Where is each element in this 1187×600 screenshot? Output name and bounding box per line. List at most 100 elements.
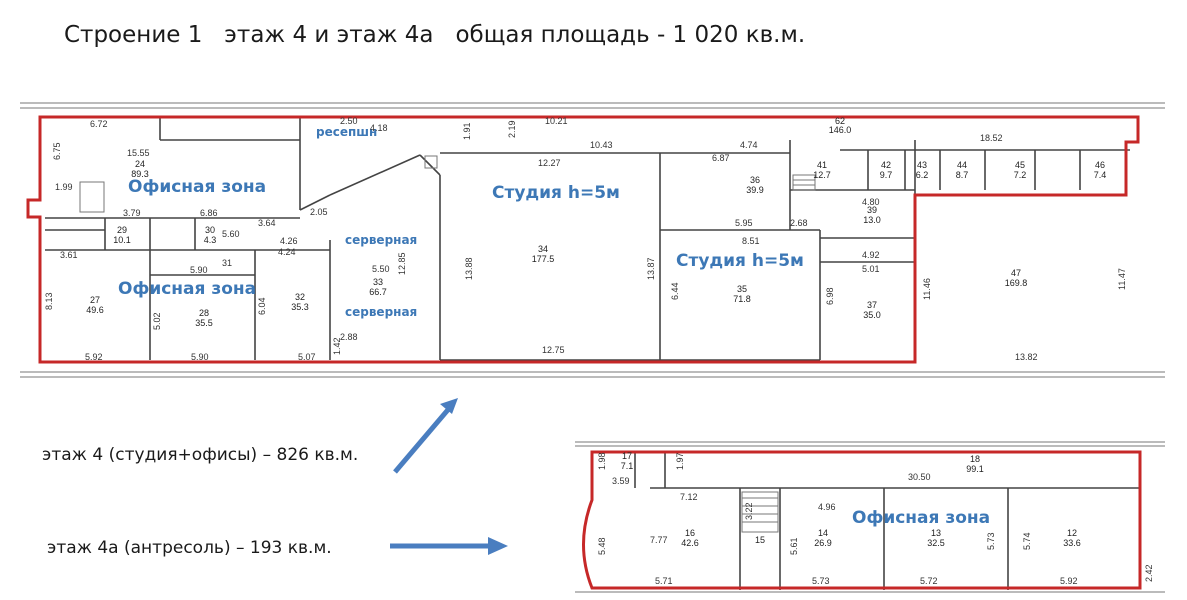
page-title: Строение 1 этаж 4 и этаж 4а общая площад… [64,22,806,48]
svg-text:15.55: 15.55 [127,148,150,158]
floor4a-plan [575,441,1165,593]
svg-text:35.0: 35.0 [863,310,881,320]
svg-text:6.72: 6.72 [90,119,108,129]
svg-text:32.5: 32.5 [927,538,945,548]
svg-text:1.42: 1.42 [332,337,342,355]
zone-server-top: серверная [345,233,417,247]
svg-text:30.50: 30.50 [908,472,931,482]
svg-text:42.6: 42.6 [681,538,699,548]
svg-text:1.91: 1.91 [462,122,472,140]
svg-text:4.18: 4.18 [370,123,388,133]
zone-reception: ресепшн [316,125,377,139]
svg-text:24: 24 [135,159,145,169]
svg-text:89.3: 89.3 [131,169,149,179]
svg-text:41: 41 [817,160,827,170]
svg-text:2.88: 2.88 [340,332,358,342]
svg-text:37: 37 [867,300,877,310]
arrow-to-floor4a [390,537,508,555]
svg-text:7.12: 7.12 [680,492,698,502]
room-r46: 467.4 [1094,160,1107,180]
svg-text:33.6: 33.6 [1063,538,1081,548]
svg-text:13.88: 13.88 [464,257,474,280]
room-r42: 429.7 [880,160,893,180]
svg-text:4.3: 4.3 [204,235,217,245]
svg-text:16: 16 [685,528,695,538]
svg-text:5.07: 5.07 [298,352,316,362]
svg-text:17: 17 [622,451,632,461]
svg-text:14: 14 [818,528,828,538]
svg-text:10.21: 10.21 [545,116,568,126]
svg-text:169.8: 169.8 [1005,278,1028,288]
floor4-rental-outline [26,115,1140,364]
svg-text:2.19: 2.19 [507,120,517,138]
floor4a-rental-outline [582,450,1142,590]
svg-text:39.9: 39.9 [746,185,764,195]
svg-text:7.4: 7.4 [1094,170,1107,180]
svg-text:5.72: 5.72 [920,576,938,586]
svg-text:30: 30 [205,225,215,235]
svg-text:4.74: 4.74 [740,140,758,150]
svg-text:31: 31 [222,258,232,268]
svg-text:35.5: 35.5 [195,318,213,328]
svg-text:6.04: 6.04 [257,297,267,315]
svg-text:7.1: 7.1 [621,461,634,471]
svg-text:5.71: 5.71 [655,576,673,586]
svg-text:13: 13 [931,528,941,538]
svg-text:8.51: 8.51 [742,236,760,246]
svg-text:1.97: 1.97 [675,452,685,470]
svg-text:6.86: 6.86 [200,208,218,218]
svg-text:5.90: 5.90 [190,265,208,275]
svg-text:39: 39 [867,205,877,215]
svg-text:3.59: 3.59 [612,476,630,486]
svg-text:12: 12 [1067,528,1077,538]
svg-text:5.92: 5.92 [85,352,103,362]
floor4a-area-label: этаж 4а (антресоль) – 193 кв.м. [47,538,332,558]
svg-text:46: 46 [1095,160,1105,170]
svg-text:1.98: 1.98 [597,452,607,470]
svg-text:7.77: 7.77 [650,535,668,545]
svg-text:71.8: 71.8 [733,294,751,304]
svg-text:9.7: 9.7 [880,170,893,180]
zone-studio-small: Студия h=5м [676,251,804,271]
svg-text:43: 43 [917,160,927,170]
svg-text:6.98: 6.98 [825,287,835,305]
svg-text:49.6: 49.6 [86,305,104,315]
zone-mezz-office: Офисная зона [852,508,990,528]
svg-text:4.92: 4.92 [862,250,880,260]
svg-text:3.79: 3.79 [123,208,141,218]
svg-text:6.75: 6.75 [52,142,62,160]
zone-office-bottom: Офисная зона [118,279,256,299]
svg-text:35.3: 35.3 [291,302,309,312]
room-r17: 177.1 [621,451,634,471]
svg-text:18: 18 [970,454,980,464]
svg-text:13.87: 13.87 [646,257,656,280]
svg-text:6.44: 6.44 [670,282,680,300]
room-r30: 304.3 [204,225,217,245]
svg-text:36: 36 [750,175,760,185]
svg-text:6.2: 6.2 [916,170,929,180]
svg-text:4.80: 4.80 [862,197,880,207]
svg-text:29: 29 [117,225,127,235]
svg-text:3.22: 3.22 [744,502,754,520]
svg-text:5.73: 5.73 [812,576,830,586]
svg-text:47: 47 [1011,268,1021,278]
svg-text:5.50: 5.50 [372,264,390,274]
svg-text:4.96: 4.96 [818,502,836,512]
svg-text:2.68: 2.68 [790,218,808,228]
svg-text:3.61: 3.61 [60,250,78,260]
svg-text:8.7: 8.7 [956,170,969,180]
svg-text:5.01: 5.01 [862,264,880,274]
svg-text:1.99: 1.99 [55,182,73,192]
svg-text:10.43: 10.43 [590,140,613,150]
